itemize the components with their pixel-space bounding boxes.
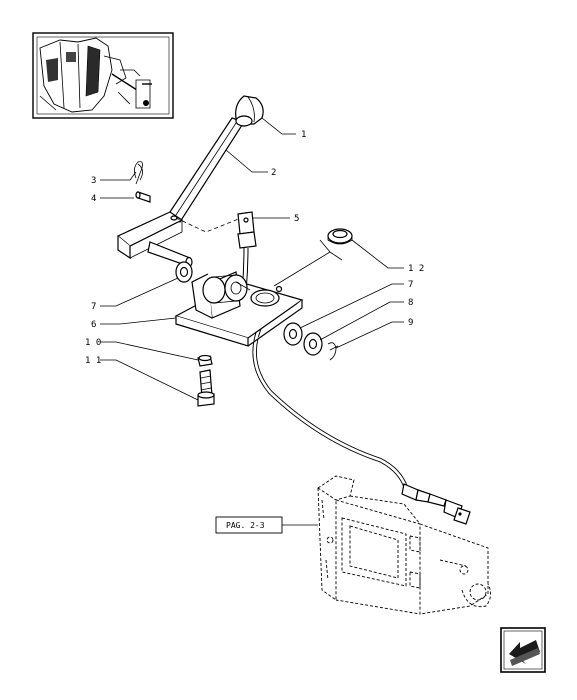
lever-arm — [116, 117, 245, 268]
pin — [135, 191, 151, 203]
cable-fork — [237, 211, 257, 249]
lever-knob — [235, 95, 264, 127]
callout-9: 9 — [408, 318, 413, 328]
page-reference-label: PAG. 2-3 — [226, 521, 265, 530]
clip-9 — [327, 342, 339, 361]
callout-1: 1 — [301, 130, 306, 140]
leader-lines — [100, 117, 404, 401]
next-page-arrow-icon[interactable] — [500, 627, 546, 673]
callout-7-left: 7 — [91, 302, 96, 312]
callout-6: 6 — [91, 320, 96, 330]
r-clip — [134, 161, 143, 185]
callout-11: 1 1 — [85, 356, 101, 366]
washer-right — [283, 322, 303, 346]
page-reference: PAG. 2-3 — [215, 516, 318, 534]
washer-8 — [303, 332, 323, 356]
washer-left — [175, 261, 193, 283]
callout-2: 2 — [271, 168, 276, 178]
nut — [197, 354, 213, 367]
bolt — [197, 369, 215, 407]
callout-7-right: 7 — [408, 280, 413, 290]
callout-8: 8 — [408, 298, 413, 308]
drawbar-hitch-ghost — [317, 475, 491, 615]
mounting-bracket — [174, 271, 304, 347]
callout-4: 4 — [91, 194, 96, 204]
washer-top — [327, 228, 353, 245]
callout-3: 3 — [91, 176, 96, 186]
tractor-thumbnail-icon — [32, 32, 174, 119]
callout-5: 5 — [294, 214, 299, 224]
callout-10: 1 0 — [85, 338, 101, 348]
callout-12: 1 2 — [408, 264, 424, 274]
